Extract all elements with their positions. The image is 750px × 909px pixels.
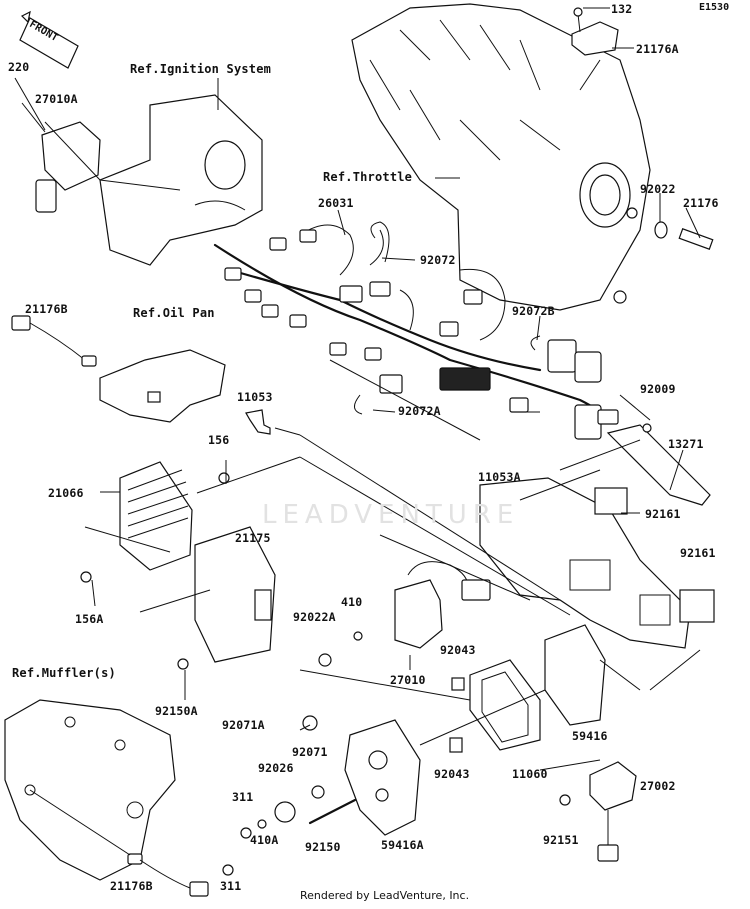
sensor-21176a xyxy=(571,7,619,56)
plate-13271 xyxy=(606,424,711,506)
muffler xyxy=(4,699,176,881)
pin-92043-a xyxy=(451,677,465,691)
sensor-21176 xyxy=(678,228,714,250)
part-label: 92043 xyxy=(440,643,476,657)
part-label: 92161 xyxy=(645,507,681,521)
throttle-body xyxy=(351,3,651,311)
part-label: 27002 xyxy=(640,779,676,793)
part-label: 410 xyxy=(341,595,363,609)
part-label: 156A xyxy=(75,612,104,626)
part-label: 92009 xyxy=(640,382,676,396)
part-label: 21176A xyxy=(636,42,679,56)
part-label: 11053A xyxy=(478,470,521,484)
sensor-21176b-bottom xyxy=(127,853,209,897)
reference-lines xyxy=(14,59,701,856)
part-label: 11053 xyxy=(237,390,273,404)
gasket-11060 xyxy=(469,659,541,751)
part-label: 92151 xyxy=(543,833,579,847)
ecu-21175 xyxy=(177,526,276,670)
ref-oil-pan: Ref.Oil Pan xyxy=(133,306,215,320)
part-label: 92071A xyxy=(222,718,265,732)
ref-muffler: Ref.Muffler(s) xyxy=(12,666,116,680)
bolt-92009 xyxy=(642,423,652,433)
part-label: 27010A xyxy=(35,92,78,106)
washer-92022 xyxy=(654,221,668,239)
bracket-11053 xyxy=(245,409,271,435)
part-label: 92022A xyxy=(293,610,336,624)
part-label: 92150A xyxy=(155,704,198,718)
relay-27010 xyxy=(318,561,491,667)
ignition-bracket xyxy=(99,94,263,266)
part-label: 92026 xyxy=(258,761,294,775)
watermark: LEADVENTURE xyxy=(262,500,520,530)
wiring-harness xyxy=(213,224,619,440)
pin-92043-b xyxy=(449,737,463,753)
part-label: 59416 xyxy=(572,729,608,743)
part-label: 92072B xyxy=(512,304,555,318)
part-label: 156 xyxy=(208,433,230,447)
part-label: 21176 xyxy=(683,196,719,210)
housing-59416a xyxy=(222,715,421,876)
pad-92161 xyxy=(594,487,715,623)
part-label: 311 xyxy=(232,790,254,804)
front-arrow-icon xyxy=(19,10,79,69)
part-label: 21176B xyxy=(110,879,153,893)
ref-throttle: Ref.Throttle xyxy=(323,170,413,184)
part-label: 59416A xyxy=(381,838,424,852)
part-label: 410A xyxy=(250,833,279,847)
part-label: 92022 xyxy=(640,182,676,196)
sensor-27010a xyxy=(21,102,101,213)
part-label: 132 xyxy=(611,2,633,16)
leader-lines xyxy=(91,7,701,731)
part-label: 92071 xyxy=(292,745,328,759)
part-label: 13271 xyxy=(668,437,704,451)
part-label: 21066 xyxy=(48,486,84,500)
sensor-21176b-top xyxy=(11,315,97,367)
sensor-27002 xyxy=(559,761,637,862)
part-label: 92072A xyxy=(398,404,441,418)
part-label: 92161 xyxy=(680,546,716,560)
part-label: 92043 xyxy=(434,767,470,781)
part-label: 21176B xyxy=(25,302,68,316)
bracket-59416 xyxy=(544,624,606,726)
part-label: 220 xyxy=(8,60,30,74)
part-label: 26031 xyxy=(318,196,354,210)
ref-ignition: Ref.Ignition System xyxy=(130,62,272,76)
part-label: 21175 xyxy=(235,531,271,545)
regulator-21066 xyxy=(80,461,193,583)
oil-pan xyxy=(99,349,226,423)
bolt-156 xyxy=(218,472,230,484)
diagram-code: E1530 xyxy=(699,2,730,13)
part-label: 92150 xyxy=(305,840,341,854)
footer-credit: Rendered by LeadVenture, Inc. xyxy=(300,889,470,902)
part-label: 311 xyxy=(220,879,242,893)
part-label: 11060 xyxy=(512,767,548,781)
part-label: 27010 xyxy=(390,673,426,687)
part-label: 92072 xyxy=(420,253,456,267)
